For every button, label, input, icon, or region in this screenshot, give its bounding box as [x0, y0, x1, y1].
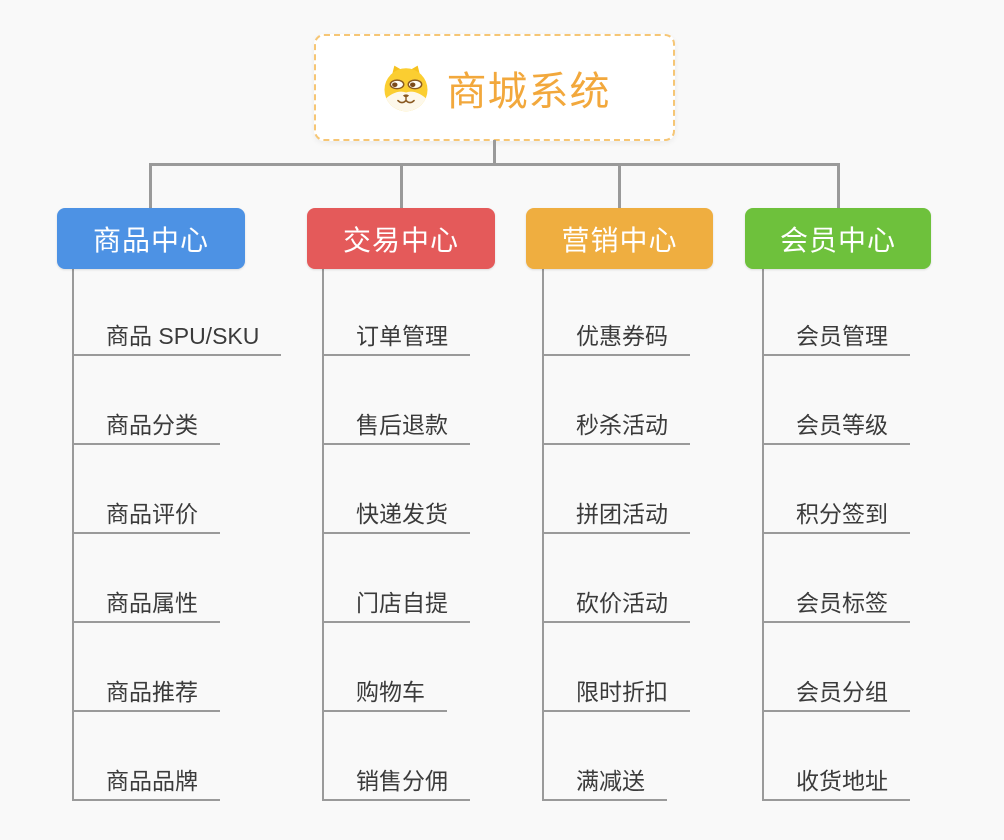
mindmap-node[interactable]: 秒杀活动: [542, 407, 690, 445]
branch-label: 会员中心: [779, 224, 896, 256]
mindmap-node[interactable]: 商品品牌: [72, 763, 220, 801]
connector-root-stem: [493, 140, 496, 164]
branch-header-marketing[interactable]: 营销中心: [526, 208, 713, 269]
connector-drop-2: [400, 163, 403, 209]
mindmap-node[interactable]: 商品 SPU/SKU: [72, 318, 282, 356]
dog-face-icon: [379, 62, 433, 114]
branch-label: 商品中心: [92, 224, 209, 256]
mindmap-node[interactable]: 门店自提: [322, 585, 470, 623]
branch-spine-trade: [322, 269, 324, 801]
mindmap-node[interactable]: 订单管理: [322, 318, 470, 356]
root-node[interactable]: 商城系统: [314, 34, 675, 141]
mindmap-node[interactable]: 满减送: [542, 763, 667, 801]
mindmap-node[interactable]: 会员等级: [762, 407, 910, 445]
mindmap-node[interactable]: 会员标签: [762, 585, 910, 623]
branch-header-products[interactable]: 商品中心: [57, 208, 245, 269]
connector-top-bar: [149, 163, 840, 166]
root-title: 商城系统: [446, 69, 611, 114]
branch-spine-marketing: [542, 269, 544, 801]
mindmap-node[interactable]: 收货地址: [762, 763, 910, 801]
branch-label: 营销中心: [561, 224, 678, 256]
branch-label: 交易中心: [342, 224, 459, 256]
mindmap-node[interactable]: 积分签到: [762, 496, 910, 534]
mindmap-node[interactable]: 拼团活动: [542, 496, 690, 534]
mindmap-node[interactable]: 会员管理: [762, 318, 910, 356]
mindmap-node[interactable]: 优惠券码: [542, 318, 690, 356]
mindmap-node[interactable]: 商品属性: [72, 585, 220, 623]
mindmap-node[interactable]: 会员分组: [762, 674, 910, 712]
connector-drop-1: [149, 163, 152, 209]
mindmap-node[interactable]: 砍价活动: [542, 585, 690, 623]
connector-drop-3: [618, 163, 621, 209]
mindmap-node[interactable]: 售后退款: [322, 407, 470, 445]
mindmap-node[interactable]: 商品分类: [72, 407, 220, 445]
mindmap-node[interactable]: 商品推荐: [72, 674, 220, 712]
mindmap-node[interactable]: 商品评价: [72, 496, 220, 534]
branch-spine-products: [72, 269, 74, 801]
branch-header-trade[interactable]: 交易中心: [307, 208, 495, 269]
mindmap-node[interactable]: 销售分佣: [322, 763, 470, 801]
branch-spine-members: [762, 269, 764, 801]
connector-drop-4: [837, 163, 840, 209]
mindmap-node[interactable]: 限时折扣: [542, 674, 690, 712]
branch-header-members[interactable]: 会员中心: [745, 208, 931, 269]
mindmap-node[interactable]: 购物车: [322, 674, 447, 712]
mindmap-node[interactable]: 快递发货: [322, 496, 470, 534]
